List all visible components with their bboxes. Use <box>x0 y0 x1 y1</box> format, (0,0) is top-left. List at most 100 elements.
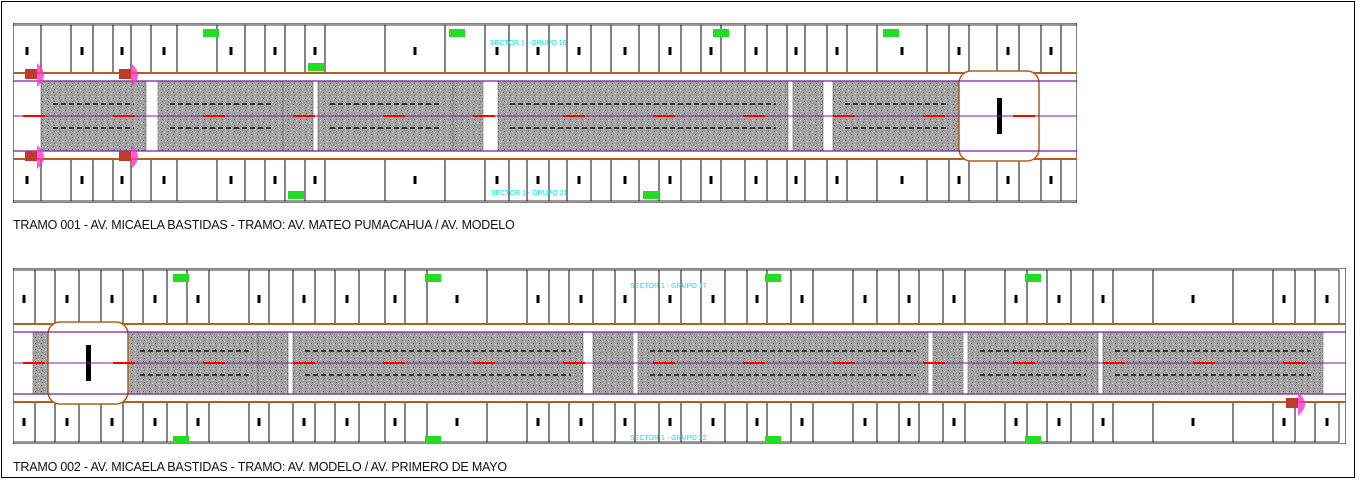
traffic-device <box>25 69 37 79</box>
lot-marker-dot <box>668 176 672 184</box>
green-lot-marker <box>883 29 899 37</box>
lot-marker-dot <box>907 418 911 426</box>
lot-marker-dot <box>755 295 759 303</box>
lot-marker-dot <box>1014 295 1018 303</box>
lot-marker-dot <box>579 418 583 426</box>
lot-marker-dot <box>579 295 583 303</box>
lot-marker-dot <box>754 47 758 55</box>
lot-marker-dot <box>863 295 867 303</box>
tramo-002-plan: SECTOR 1 - GRUPO 17 SECTOR 1 - GRUPO 22 <box>13 268 1346 444</box>
lot-marker-dot <box>162 176 166 184</box>
lot-marker-dot <box>196 295 200 303</box>
lot-marker-dot <box>536 418 540 426</box>
lot-marker-dot <box>313 176 317 184</box>
lot-marker-dot <box>1191 295 1195 303</box>
lot-markers <box>203 29 899 199</box>
lot-marker-dot <box>668 418 672 426</box>
lot-marker-dot <box>1057 418 1061 426</box>
lot-marker-dot <box>623 176 627 184</box>
lot-marker-dot <box>302 418 306 426</box>
green-lot-marker <box>765 436 781 444</box>
lot-marker-dot <box>800 295 804 303</box>
green-lot-marker <box>173 436 189 444</box>
lot-marker-dot <box>536 176 540 184</box>
group-label-bottom: SECTOR 1 - GRUPO 21 <box>491 190 568 197</box>
lot-marker-dot <box>1282 295 1286 303</box>
lot-marker-dot <box>952 418 956 426</box>
lot-marker-dot <box>413 176 417 184</box>
roadway <box>13 321 1346 405</box>
lot-dots <box>22 295 1329 426</box>
lot-marker-dot <box>900 176 904 184</box>
lot-marker-dot <box>22 295 26 303</box>
lot-marker-dot <box>1006 47 1010 55</box>
lot-marker-dot <box>668 47 672 55</box>
lot-marker-dot <box>455 418 459 426</box>
lot-marker-dot <box>22 418 26 426</box>
lot-marker-dot <box>623 47 627 55</box>
crossings <box>25 63 138 169</box>
lot-marker-dot <box>196 418 200 426</box>
lot-marker-dot <box>957 176 961 184</box>
lot-marker-dot <box>1049 176 1053 184</box>
lot-marker-dot <box>273 176 277 184</box>
lot-marker-dot <box>711 295 715 303</box>
lot-marker-dot <box>794 47 798 55</box>
lot-marker-dot <box>709 47 713 55</box>
lot-marker-dot <box>900 47 904 55</box>
lot-marker-dot <box>302 295 306 303</box>
lot-marker-dot <box>800 418 804 426</box>
tramo-002-caption: TRAMO 002 - AV. MICAELA BASTIDAS - TRAMO… <box>13 460 507 474</box>
lot-marker-dot <box>1282 418 1286 426</box>
lot-marker-dot <box>162 47 166 55</box>
lot-marker-dot <box>952 295 956 303</box>
sidewalks <box>13 323 1346 403</box>
lot-marker-dot <box>229 176 233 184</box>
lot-marker-dot <box>709 176 713 184</box>
sidewalks <box>13 72 1077 160</box>
lot-marker-dot <box>110 418 114 426</box>
lot-marker-dot <box>754 176 758 184</box>
lot-marker-dot <box>393 418 397 426</box>
green-lot-marker <box>425 274 441 282</box>
lot-marker-dot <box>577 47 581 55</box>
lot-marker-dot <box>25 176 29 184</box>
green-lot-marker <box>173 274 189 282</box>
green-lot-marker <box>643 191 659 199</box>
traffic-device <box>1286 398 1298 408</box>
lot-marker-dot <box>1101 295 1105 303</box>
crossings <box>1286 392 1305 416</box>
lot-marker-dot <box>257 418 261 426</box>
lot-marker-dot <box>755 418 759 426</box>
green-lot-marker <box>203 29 219 37</box>
lot-marker-dot <box>668 295 672 303</box>
green-lot-marker <box>449 29 465 37</box>
green-lot-marker <box>1025 274 1041 282</box>
lot-marker-dot <box>1057 295 1061 303</box>
lot-marker-dot <box>25 47 29 55</box>
lot-marker-dot <box>957 47 961 55</box>
pedestrian-crossing <box>37 145 44 169</box>
lot-marker-dot <box>711 418 715 426</box>
green-lot-marker <box>425 436 441 444</box>
lot-marker-dot <box>1049 47 1053 55</box>
traffic-device <box>119 69 131 79</box>
lot-marker-dot <box>623 295 627 303</box>
green-lot-marker <box>1025 436 1041 444</box>
lot-marker-dot <box>794 176 798 184</box>
group-label-top: SECTOR 1 - GRUPO 16 <box>490 40 567 47</box>
lot-marker-dot <box>577 176 581 184</box>
traffic-device <box>25 151 37 161</box>
green-lot-marker <box>288 191 304 199</box>
lot-marker-dot <box>495 47 499 55</box>
lot-marker-dot <box>120 47 124 55</box>
lot-marker-dot <box>536 295 540 303</box>
pedestrian-crossing <box>37 63 44 87</box>
lot-marker-dot <box>80 47 84 55</box>
lot-marker-dot <box>229 47 233 55</box>
lot-marker-dot <box>313 47 317 55</box>
lot-marker-dot <box>80 176 84 184</box>
lot-marker-dot <box>153 295 157 303</box>
lot-marker-dot <box>393 295 397 303</box>
lot-marker-dot <box>345 295 349 303</box>
